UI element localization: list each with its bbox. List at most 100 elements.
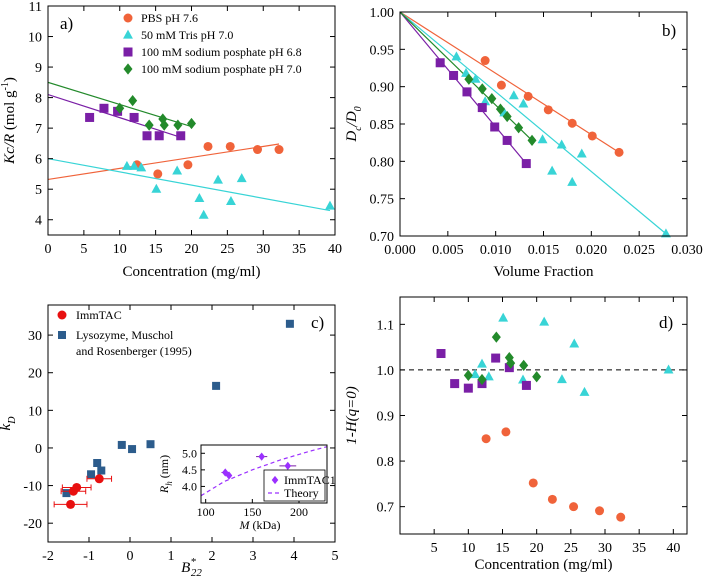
point-lysozyme	[97, 466, 106, 475]
point-sp68	[462, 87, 472, 97]
legend-marker-immtac1	[271, 475, 279, 485]
point-tris	[129, 160, 140, 170]
point-immtac	[94, 474, 104, 484]
x-axis-title: B*22	[181, 556, 202, 577]
point-sp68	[502, 135, 512, 145]
inset-x-tick-label: 150	[243, 505, 261, 519]
panel-label: d)	[659, 313, 673, 332]
panel-c-frame	[47, 304, 336, 543]
legend-label: ImmTAC1	[284, 473, 336, 487]
point-tris	[172, 165, 183, 175]
x-tick-label: 35	[292, 242, 306, 257]
point-tris	[136, 162, 147, 172]
point-sp68	[113, 106, 123, 116]
y-title-part: (mol g	[2, 90, 18, 134]
x-tick-label: 20	[530, 541, 544, 556]
point-tris	[569, 338, 580, 348]
y-tick-label: 0.90	[370, 81, 395, 96]
point-sp70	[173, 119, 183, 131]
inset-legend-box	[263, 469, 326, 502]
legend-marker-immtac	[57, 310, 67, 320]
point-tris	[576, 148, 587, 158]
point-sp70	[159, 119, 169, 131]
point-sp70	[187, 117, 196, 130]
point-sp68	[176, 131, 186, 141]
point-pbs	[253, 145, 263, 155]
x-tick-label: 0.020	[576, 243, 608, 258]
point-tris	[198, 209, 209, 219]
point-sp68	[521, 159, 531, 169]
point-tris	[325, 200, 335, 210]
y-title-subscript: 0	[353, 106, 364, 111]
y-title-part: k	[0, 423, 14, 430]
x-tick-label: 0.000	[384, 243, 416, 258]
point-pbs	[183, 160, 193, 170]
point-lysozyme	[128, 445, 137, 454]
point-lysozyme	[62, 489, 71, 498]
point-pbs	[543, 105, 553, 115]
point-tris	[470, 73, 481, 83]
point-pbs	[595, 506, 605, 516]
x-tick-label: 40	[666, 541, 680, 556]
legend-label: and Rosenberger (1995)	[76, 344, 192, 358]
point-pbs	[569, 502, 579, 512]
y-tick-label: 0.70	[370, 230, 395, 245]
x-tick-label: 5	[332, 549, 339, 564]
y-tick-label: 5	[35, 183, 42, 198]
point-sp70	[477, 83, 487, 95]
inset-x-title-part: M	[239, 518, 251, 532]
point-immtac	[66, 499, 76, 509]
point-sp68	[99, 103, 109, 113]
theory-curve	[201, 446, 327, 497]
point-sp70	[487, 92, 497, 105]
fit-line-tris	[48, 158, 331, 212]
point-sp68	[477, 103, 487, 113]
y-title-part: )	[2, 77, 18, 82]
x-tick-label: 40	[328, 242, 342, 257]
y-tick-label: 10	[28, 31, 42, 46]
point-lysozyme	[285, 319, 294, 328]
panel-d-frame	[399, 296, 688, 535]
point-tris	[508, 90, 519, 100]
x-tick-label: 15	[496, 541, 510, 556]
y-tick-label: 0.75	[370, 193, 395, 208]
point-sp70	[477, 373, 487, 386]
x-tick-label: 5	[431, 541, 438, 556]
point-sp68	[491, 353, 501, 363]
y-title-part: /D	[344, 111, 360, 127]
inset-y-tick-label: 5.0	[182, 446, 197, 460]
point-immtac1	[225, 471, 233, 480]
x-tick-label: 1	[168, 549, 175, 564]
y-axis-title: kD	[0, 416, 18, 431]
x-tick-label: 10	[113, 242, 127, 257]
panel-label: a)	[60, 14, 73, 33]
point-pbs	[528, 478, 538, 488]
point-tris	[470, 369, 481, 379]
x-axis-title: Concentration (mg/ml)	[123, 264, 261, 280]
x-tick-label: 0	[127, 549, 134, 564]
point-tris	[518, 98, 529, 108]
y-title-superscript: -1	[0, 82, 11, 90]
point-sp68	[85, 112, 95, 122]
y-axis-title: Kc/R (mol g-1)	[0, 77, 18, 165]
inset-y-title-part: R	[157, 485, 171, 494]
x-tick-label: 0.030	[671, 243, 703, 258]
point-sp70	[506, 357, 516, 369]
x-title-subscript: 22	[191, 567, 203, 577]
point-pbs	[274, 145, 284, 155]
point-sp68	[490, 122, 500, 132]
point-sp70	[514, 122, 524, 134]
point-lysozyme	[212, 381, 221, 390]
x-title-part: B	[181, 560, 190, 576]
x-tick-label: 10	[461, 541, 475, 556]
y-tick-label: -20	[23, 517, 42, 532]
point-tris	[556, 139, 567, 149]
point-pbs	[496, 80, 506, 90]
panel-label: c)	[311, 313, 324, 332]
x-tick-label: 20	[185, 242, 199, 257]
point-pbs	[614, 147, 624, 157]
y-axis-title: 1-H(q=0)	[344, 386, 360, 444]
y-tick-label: 4	[35, 214, 42, 229]
legend-label: 100 mM sodium posphate pH 7.0	[141, 62, 302, 76]
fit-line-sp68	[48, 93, 181, 138]
